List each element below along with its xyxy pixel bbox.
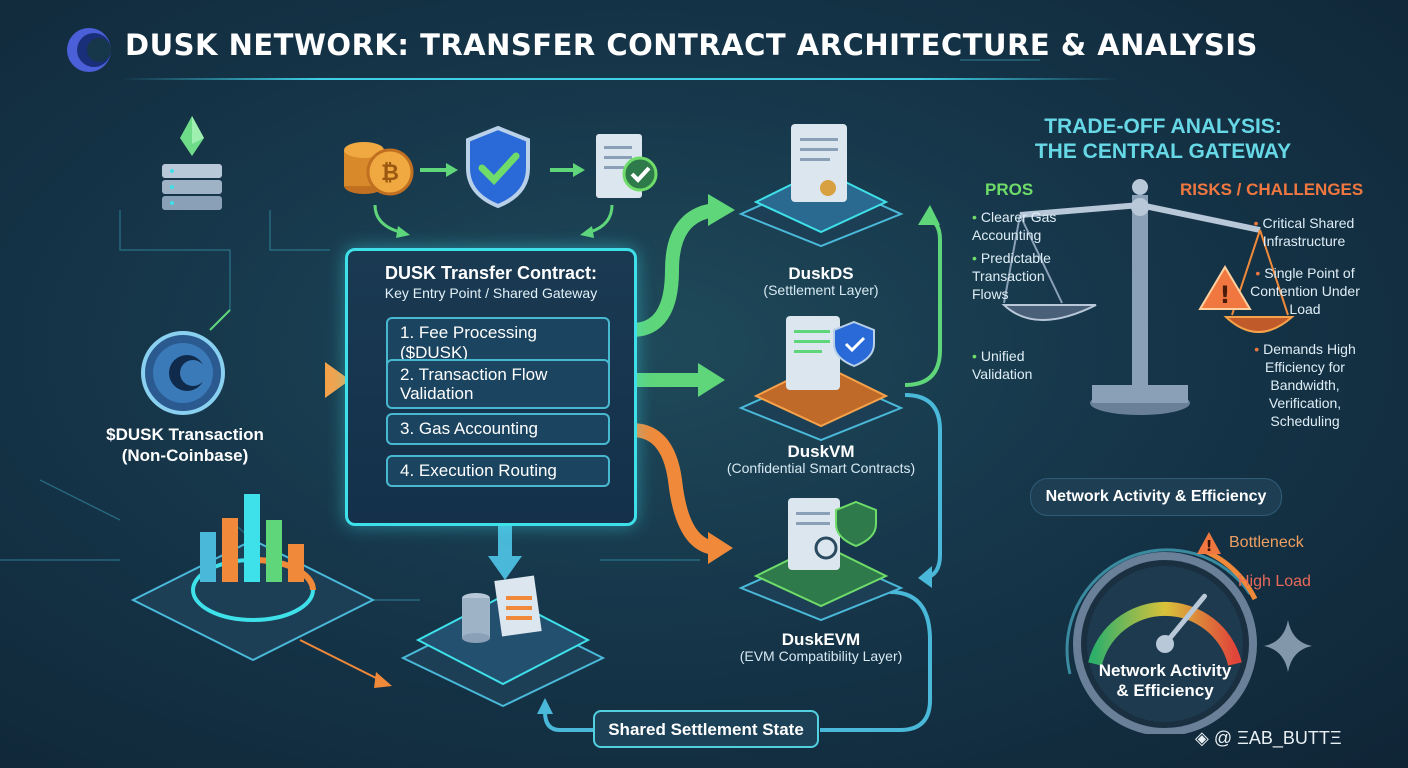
transfer-contract-panel: DUSK Transfer Contract: Key Entry Point … — [345, 248, 637, 526]
risks-title: RISKS / CHALLENGES — [1180, 180, 1364, 199]
dusk-coin-icon — [140, 330, 226, 421]
warning-icon: ! — [1196, 531, 1222, 560]
document-check-icon — [592, 130, 662, 209]
tradeoff-title-line2: THE CENTRAL GATEWAY — [1034, 140, 1292, 163]
tradeoff-title-line1: TRADE-OFF ANALYSIS: — [1044, 115, 1282, 138]
layer-duskds-name: DuskDS — [788, 264, 854, 283]
svg-text:!: ! — [1206, 537, 1213, 555]
gauge-needle — [1162, 593, 1207, 647]
page-title: DUSK NETWORK: TRANSFER CONTRACT ARCHITEC… — [125, 28, 1258, 62]
binance-logo-icon: ◈ — [1195, 728, 1209, 748]
source-label: $DUSK Transaction — [106, 425, 264, 444]
pros-item: •Clearer Gas Accounting — [972, 209, 1057, 243]
tradeoff-title: TRADE-OFF ANALYSIS: THE CENTRAL GATEWAY — [988, 114, 1338, 164]
pros-title: PROS — [985, 180, 1034, 199]
contract-title: DUSK Transfer Contract: — [384, 263, 598, 283]
layer-duskvm-name: DuskVM — [787, 442, 855, 461]
balance-scale-icon: ! — [1000, 175, 1300, 425]
dusk-logo-icon — [66, 22, 112, 83]
risks-item: •Demands High Efficiency for Bandwidth, … — [1254, 341, 1356, 429]
storage-platform-icon — [398, 568, 608, 713]
step-gas-accounting: 3. Gas Accounting — [386, 413, 610, 445]
duskvm-platform-icon — [736, 312, 906, 447]
bottleneck-label: Bottleneck — [1229, 534, 1304, 551]
layer-duskvm-description: (Confidential Smart Contracts) — [726, 460, 916, 476]
efficiency-gauge — [1040, 524, 1290, 739]
risks-item: •Single Point of Contention Under Load — [1250, 265, 1360, 317]
sparkle-icon — [1262, 618, 1314, 679]
source-sublabel: (Non-Coinbase) — [121, 446, 249, 465]
svg-text:!: ! — [1220, 281, 1231, 309]
server-stack-icon — [158, 112, 226, 217]
high-load-label: High Load — [1238, 573, 1311, 590]
header-divider — [120, 78, 1120, 80]
shield-check-icon — [462, 124, 534, 215]
shared-settlement-state: Shared Settlement State — [593, 710, 819, 748]
risks-item: •Critical Shared Infrastructure — [1253, 215, 1355, 249]
analytics-platform-icon — [128, 490, 378, 675]
duskevm-platform-icon — [736, 492, 906, 627]
coins-icon: ₿ — [342, 130, 416, 201]
step-transaction-flow-validation: 2. Transaction Flow Validation — [386, 359, 610, 409]
contract-subtitle: Key Entry Point / Shared Gateway — [384, 285, 598, 301]
pros-item: •Unified Validation — [972, 348, 1033, 382]
layer-duskevm-name: DuskEVM — [781, 630, 861, 649]
gauge-label-line2: & Efficiency — [1116, 681, 1214, 700]
step-execution-routing: 4. Execution Routing — [386, 455, 610, 487]
duskds-platform-icon — [736, 118, 906, 253]
svg-text:₿: ₿ — [381, 161, 399, 186]
layer-duskevm-description: (EVM Compatibility Layer) — [739, 648, 903, 664]
layer-duskds-description: (Settlement Layer) — [763, 282, 879, 298]
network-activity-title: Network Activity & Efficiency — [1030, 478, 1282, 516]
watermark: ◈ @ ΞAB_BUTTΞ — [1195, 728, 1342, 748]
gauge-label-line1: Network Activity — [1098, 661, 1232, 680]
pros-item: •Predictable Transaction Flows — [972, 250, 1051, 302]
